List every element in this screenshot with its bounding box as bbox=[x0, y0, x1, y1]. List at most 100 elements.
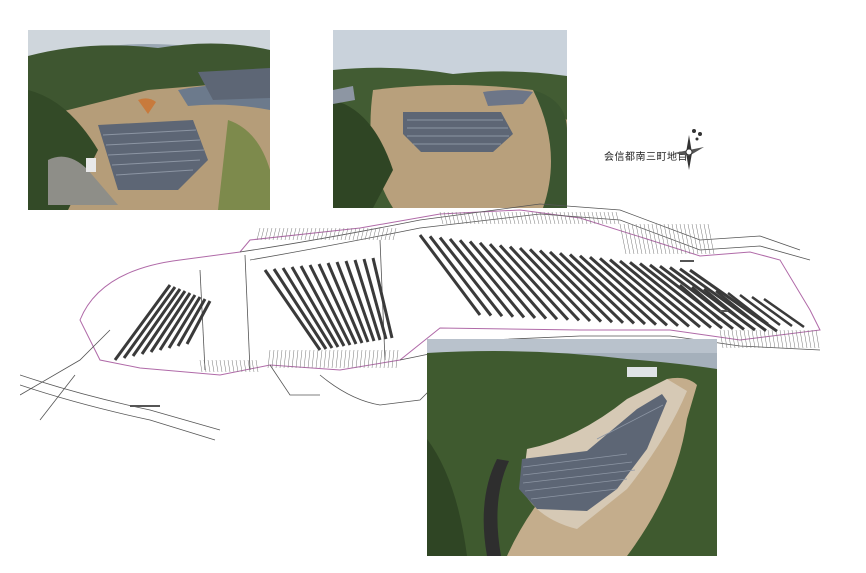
slope-hatch bbox=[283, 349, 287, 369]
aerial-photo-top-right bbox=[333, 30, 567, 208]
aerial-photo-bottom bbox=[427, 339, 717, 556]
panel-row bbox=[609, 258, 690, 328]
slope-hatch bbox=[300, 227, 305, 241]
slope-hatch bbox=[227, 359, 231, 373]
slope-hatch bbox=[647, 223, 655, 255]
slope-hatch bbox=[379, 349, 383, 369]
slope-hatch bbox=[280, 227, 285, 241]
slope-hatch bbox=[292, 227, 297, 241]
panel-row bbox=[468, 240, 537, 319]
slope-hatch bbox=[699, 223, 707, 255]
slope-hatch bbox=[387, 349, 391, 369]
slope-hatch bbox=[251, 359, 255, 373]
slope-hatch bbox=[543, 211, 548, 225]
slope-hatch bbox=[551, 211, 556, 225]
panel-row bbox=[344, 260, 376, 342]
slope-hatch bbox=[591, 211, 596, 225]
slope-hatch bbox=[256, 227, 261, 241]
slope-hatch bbox=[391, 349, 395, 369]
slope-hatch bbox=[327, 349, 331, 369]
slope-hatch bbox=[315, 349, 319, 369]
slope-hatch bbox=[203, 359, 207, 373]
slope-hatch bbox=[255, 359, 259, 373]
slope-hatch bbox=[731, 329, 736, 349]
panel-row bbox=[272, 268, 328, 350]
slope-hatch bbox=[376, 227, 381, 241]
slope-hatch bbox=[739, 329, 744, 349]
slope-hatch bbox=[211, 359, 215, 373]
panel-row bbox=[548, 250, 625, 324]
slope-hatch bbox=[239, 359, 243, 373]
panel-row bbox=[691, 286, 733, 322]
slope-hatch bbox=[603, 211, 608, 225]
slope-hatch bbox=[223, 359, 227, 373]
slope-hatch bbox=[375, 349, 379, 369]
slope-hatch bbox=[523, 211, 528, 225]
slope-hatch bbox=[607, 211, 612, 225]
slope-hatch bbox=[276, 227, 281, 241]
slope-hatch bbox=[659, 223, 667, 255]
slope-hatch bbox=[303, 349, 307, 369]
slope-hatch bbox=[319, 349, 323, 369]
slope-hatch bbox=[299, 349, 303, 369]
slope-hatch bbox=[483, 211, 488, 225]
panel-row bbox=[353, 259, 382, 341]
slope-hatch bbox=[308, 227, 313, 241]
slope-hatch bbox=[388, 227, 393, 241]
slope-hatch bbox=[247, 359, 251, 373]
slope-hatch bbox=[795, 329, 800, 349]
panel-row bbox=[715, 290, 757, 324]
slope-hatch bbox=[380, 227, 385, 241]
panel-row bbox=[290, 266, 340, 348]
panel-row bbox=[568, 253, 647, 326]
slope-hatch bbox=[623, 223, 631, 255]
slope-hatch bbox=[627, 223, 635, 255]
slope-hatch bbox=[643, 223, 651, 255]
slope-hatch bbox=[347, 349, 351, 369]
slope-hatch bbox=[264, 227, 269, 241]
panel-row bbox=[599, 257, 679, 327]
slope-hatch bbox=[463, 211, 468, 225]
slope-hatch bbox=[339, 349, 343, 369]
slope-hatch bbox=[575, 211, 580, 225]
panel-row bbox=[317, 263, 358, 345]
panel-row bbox=[578, 254, 658, 326]
site-plan-drawing bbox=[20, 200, 830, 445]
slope-hatch bbox=[260, 227, 265, 241]
panel-row bbox=[558, 252, 636, 325]
slope-hatch bbox=[475, 211, 480, 225]
slope-hatch bbox=[392, 227, 397, 241]
panel-row bbox=[122, 286, 177, 359]
slope-hatch bbox=[811, 329, 816, 349]
slope-hatch bbox=[363, 349, 367, 369]
slope-hatch bbox=[459, 211, 464, 225]
slope-hatch bbox=[371, 349, 375, 369]
slope-hatch bbox=[364, 227, 369, 241]
slope-hatch bbox=[272, 227, 277, 241]
slope-hatch bbox=[352, 227, 357, 241]
slope-hatch bbox=[723, 329, 728, 349]
slope-hatch bbox=[579, 211, 584, 225]
slope-hatch bbox=[755, 329, 760, 349]
slope-hatch bbox=[635, 223, 643, 255]
slope-hatch bbox=[331, 349, 335, 369]
slope-hatch bbox=[611, 211, 616, 225]
slope-hatch bbox=[631, 223, 639, 255]
panel-row bbox=[281, 267, 334, 349]
panel-row bbox=[438, 236, 504, 318]
slope-hatch bbox=[667, 223, 675, 255]
slope-hatch bbox=[279, 349, 283, 369]
slope-hatch bbox=[323, 349, 327, 369]
panel-row bbox=[418, 234, 482, 316]
slope-hatch bbox=[751, 329, 756, 349]
slope-hatch bbox=[356, 227, 361, 241]
slope-hatch bbox=[555, 211, 560, 225]
panel-row bbox=[335, 261, 370, 343]
slope-hatch bbox=[336, 227, 341, 241]
panel-row bbox=[308, 264, 352, 346]
panel-row bbox=[488, 243, 559, 321]
slope-hatch bbox=[275, 349, 279, 369]
slope-hatch bbox=[372, 227, 377, 241]
aerial-photo-top-left bbox=[28, 30, 270, 210]
panel-row bbox=[326, 262, 364, 344]
